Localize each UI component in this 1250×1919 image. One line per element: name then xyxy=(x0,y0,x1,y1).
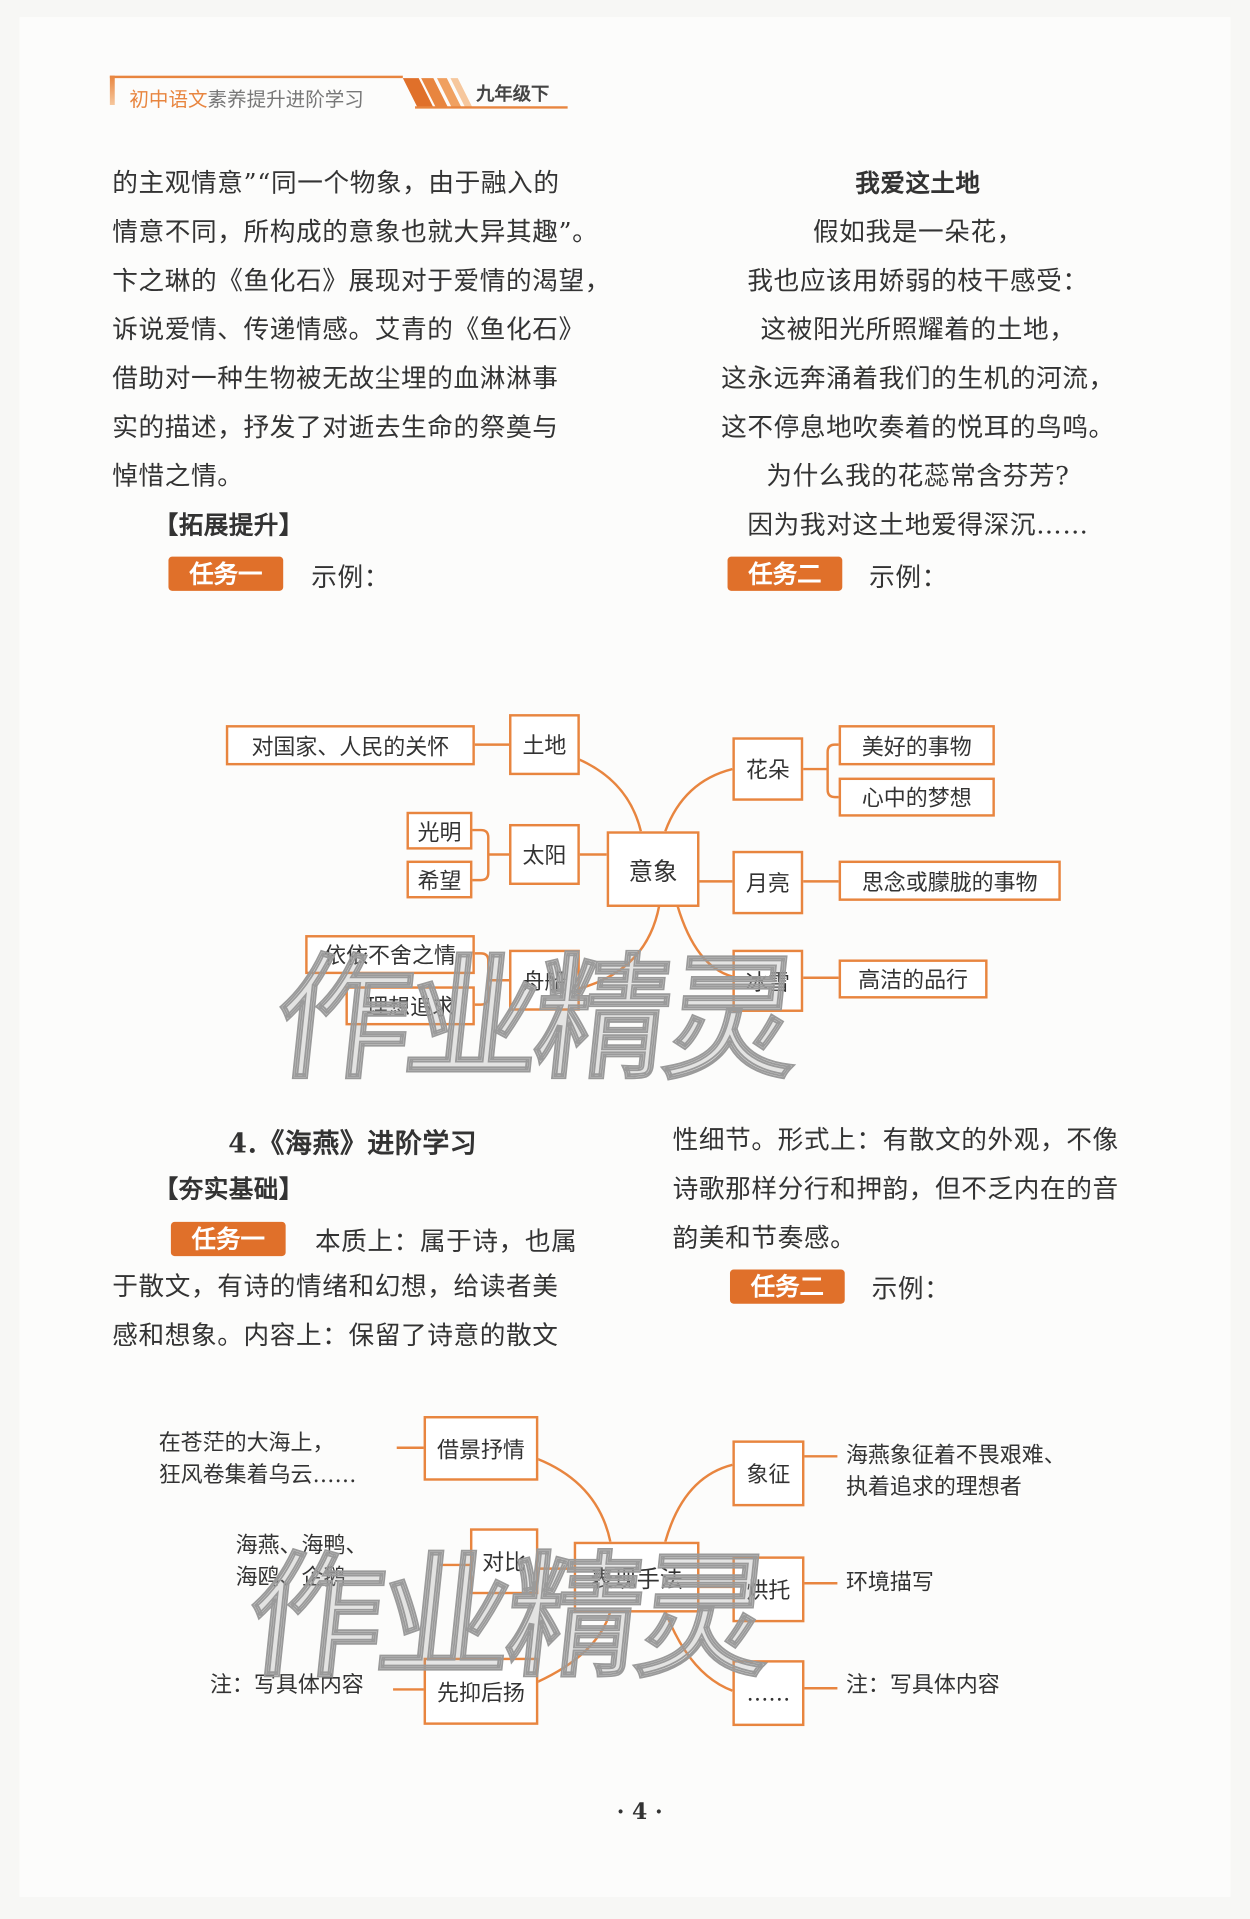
header-stripes xyxy=(402,78,568,109)
example-label: 示例： xyxy=(869,562,948,593)
node-land: 土地 xyxy=(509,714,580,776)
paragraph-line: 卞之琳的《鱼化石》展现对于爱情的渴望， xyxy=(112,266,611,296)
node-symbol: 象征 xyxy=(732,1440,805,1507)
example-label: 示例： xyxy=(311,562,391,593)
paragraph-line: 感和想象。内容上：保留了诗意的散文 xyxy=(112,1320,559,1351)
node-snow: 冰雪 xyxy=(732,949,804,1012)
task-badge: 任务二 xyxy=(727,556,843,591)
poem-line: 这不停息地吹奏着的悦耳的鸟鸣。 xyxy=(721,412,1115,442)
node-flower: 花朵 xyxy=(732,737,804,801)
paragraph-line: 情意不同，所构成的意象也就大异其趣”。 xyxy=(112,217,599,247)
center-node: 意象 xyxy=(606,831,700,907)
more-text: 注：写具体内容 xyxy=(845,1672,1000,1698)
node-sun-meaning: 光明 xyxy=(406,811,473,850)
node-contrast: 对比 xyxy=(469,1528,539,1595)
node-scene: 借景抒情 xyxy=(423,1416,539,1481)
node-land-meaning: 对国家、人民的关怀 xyxy=(225,725,475,766)
suppress-text: 注：写具体内容 xyxy=(209,1672,364,1698)
symbol-text: 海燕象征着不畏艰难、执着追求的理想者 xyxy=(845,1442,1066,1501)
poem-line: 我也应该用娇弱的枝干感受： xyxy=(747,266,1089,296)
section-heading: 【夯实基础】 xyxy=(153,1174,304,1204)
paragraph-line: 借助对一种生物被无故尘埋的血淋淋事 xyxy=(112,363,559,394)
section-heading: 【拓展提升】 xyxy=(153,510,304,540)
watermark: 作业精灵 xyxy=(268,940,804,1098)
poem-line: 因为我对这土地爱得深沉…… xyxy=(747,510,1089,540)
page-number: · 4 · xyxy=(616,1799,663,1825)
series-name-gray: 素养提升进阶学习 xyxy=(207,87,364,112)
poem-title: 我爱这土地 xyxy=(855,168,981,198)
contrast-text: 海燕、海鸭、海鸥、企鹅 xyxy=(235,1533,368,1591)
center-node: 表现手法 xyxy=(573,1541,700,1613)
poem-line: 假如我是一朵花， xyxy=(812,217,1023,247)
paragraph-line: 本质上：属于诗，也属 xyxy=(314,1226,578,1257)
node-sun: 太阳 xyxy=(509,823,580,886)
paragraph-line: 于散文，有诗的情绪和幻想，给读者美 xyxy=(112,1271,559,1302)
watermark: 作业精灵 xyxy=(240,1538,776,1696)
task-badge: 任务一 xyxy=(168,556,284,591)
paragraph-line: 韵美和节奏感。 xyxy=(672,1223,857,1253)
scene-text: 在苍茫的大海上，狂风卷集着乌云…… xyxy=(158,1430,357,1489)
lesson-title: 4.《海燕》进阶学习 xyxy=(228,1127,478,1160)
task-badge: 任务二 xyxy=(729,1269,845,1304)
task-badge: 任务一 xyxy=(170,1221,286,1257)
example-label: 示例： xyxy=(871,1274,951,1304)
node-boat: 舟船 xyxy=(509,949,580,1011)
paragraph-line: 诉说爱情、传递情感。艾青的《鱼化石》 xyxy=(112,314,585,345)
node-boat-meaning: 理想追求 xyxy=(345,986,475,1026)
node-more: …… xyxy=(732,1660,805,1727)
paragraph-line: 诗歌那样分行和押韵，但不乏内在的音 xyxy=(672,1174,1119,1204)
poem-line: 这永远奔涌着我们的生机的河流， xyxy=(721,363,1115,394)
header-rule xyxy=(109,75,403,79)
paragraph-line: 实的描述，抒发了对逝去生命的祭奠与 xyxy=(112,412,559,442)
paragraph-line: 的主观情意”“同一个物象，由于融入的 xyxy=(112,168,560,198)
paragraph-line: 悼惜之情。 xyxy=(112,461,244,491)
poem-line: 这被阳光所照耀着的土地， xyxy=(760,314,1076,345)
node-foil: 烘托 xyxy=(732,1556,805,1623)
header-marker xyxy=(109,75,115,105)
node-sun-meaning: 希望 xyxy=(406,860,473,899)
foil-text: 环境描写 xyxy=(845,1569,934,1596)
node-flower-meaning: 心中的梦想 xyxy=(838,777,995,817)
node-suppress: 先抑后扬 xyxy=(423,1657,539,1725)
node-flower-meaning: 美好的事物 xyxy=(838,725,995,766)
node-moon: 月亮 xyxy=(732,850,804,915)
poem-line: 为什么我的花蕊常含芬芳? xyxy=(766,461,1070,491)
series-name-orange: 初中语文 xyxy=(129,87,208,112)
node-snow-meaning: 高洁的品行 xyxy=(838,959,988,999)
grade-label: 九年级下 xyxy=(476,83,550,105)
node-boat-meaning: 依依不舍之情 xyxy=(305,935,475,975)
paragraph-line: 性细节。形式上：有散文的外观，不像 xyxy=(672,1125,1119,1155)
node-moon-meaning: 思念或朦胧的事物 xyxy=(838,860,1061,901)
